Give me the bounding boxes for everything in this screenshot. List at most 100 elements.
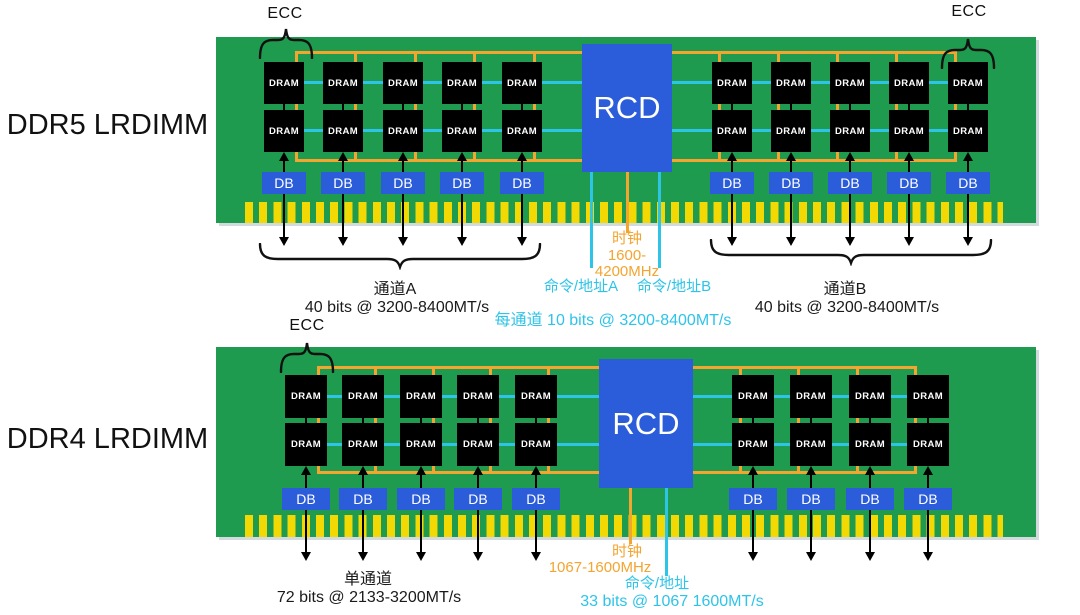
orange-ca-bus-rung bbox=[954, 51, 957, 162]
db-up-arrow-shaft bbox=[907, 159, 911, 172]
dram-chip: DRAM bbox=[323, 110, 363, 152]
orange-ca-bus-rung bbox=[797, 366, 800, 474]
cmd-addr-b-line bbox=[658, 172, 661, 268]
rcd-chip-ddr4: RCD bbox=[599, 359, 693, 488]
channel-down-arrow-shaft bbox=[751, 510, 755, 553]
dram-chip: DRAM bbox=[342, 423, 384, 466]
db-up-arrow-shaft bbox=[751, 473, 755, 488]
db-up-arrow-shaft bbox=[868, 473, 872, 488]
dram-chip: DRAM bbox=[712, 62, 752, 104]
db-up-arrow-shaft bbox=[966, 159, 970, 172]
channel-down-arrow-shaft bbox=[789, 194, 793, 238]
dram-chip: DRAM bbox=[907, 423, 949, 466]
channel-down-arrow-head bbox=[397, 237, 408, 246]
db-up-arrow-shaft bbox=[419, 473, 423, 488]
orange-ca-bus-rung bbox=[432, 366, 435, 474]
chip-link bbox=[926, 418, 930, 423]
orange-ca-bus-rung bbox=[856, 366, 859, 474]
orange-ca-bus-rung bbox=[295, 51, 298, 162]
chip-link bbox=[282, 104, 286, 110]
data-buffer-chip: DB bbox=[787, 488, 835, 510]
db-up-arrow-shaft bbox=[809, 473, 813, 488]
db-up-arrow-head bbox=[472, 466, 483, 475]
orange-ca-bus-rail bbox=[295, 159, 582, 162]
dram-chip: DRAM bbox=[732, 375, 774, 418]
dram-chip: DRAM bbox=[502, 110, 542, 152]
db-up-arrow-shaft bbox=[304, 473, 308, 488]
db-up-arrow-head bbox=[864, 466, 875, 475]
data-buffer-chip: DB bbox=[397, 488, 445, 510]
chip-link bbox=[520, 104, 524, 110]
dram-chip: DRAM bbox=[383, 110, 423, 152]
gold-fingers-ddr5 bbox=[245, 202, 1003, 223]
data-buffer-chip: DB bbox=[904, 488, 952, 510]
channel-down-arrow-shaft bbox=[304, 510, 308, 553]
channel-down-arrow-shaft bbox=[907, 194, 911, 238]
channel-down-arrow-head bbox=[922, 552, 933, 561]
chip-link bbox=[534, 418, 538, 423]
orange-ca-bus-rung bbox=[317, 366, 320, 474]
orange-ca-bus-rung bbox=[914, 366, 917, 474]
chip-link bbox=[966, 104, 970, 110]
single-channel-spec: 72 bits @ 2133-3200MT/s bbox=[276, 589, 462, 606]
chip-link bbox=[341, 104, 345, 110]
dram-chip: DRAM bbox=[849, 423, 891, 466]
db-up-arrow-shaft bbox=[848, 159, 852, 172]
dram-chip: DRAM bbox=[515, 423, 557, 466]
dram-chip: DRAM bbox=[442, 62, 482, 104]
data-buffer-chip: DB bbox=[339, 488, 387, 510]
channel-down-arrow-shaft bbox=[534, 510, 538, 553]
diagram-title-ddr4: DDR4 LRDIMM bbox=[6, 423, 209, 455]
orange-ca-bus-rail bbox=[693, 366, 917, 369]
channel-down-arrow-shaft bbox=[868, 510, 872, 553]
channel-down-arrow-head bbox=[415, 552, 426, 561]
orange-ca-bus-rail bbox=[693, 471, 917, 474]
data-buffer-chip: DB bbox=[729, 488, 777, 510]
orange-ca-bus-rail bbox=[295, 51, 582, 54]
chip-link bbox=[304, 418, 308, 423]
orange-ca-bus-rung bbox=[533, 51, 536, 162]
data-buffer-chip: DB bbox=[710, 172, 754, 194]
dram-chip: DRAM bbox=[849, 375, 891, 418]
db-up-arrow-shaft bbox=[460, 159, 464, 172]
db-up-arrow-head bbox=[844, 152, 855, 161]
channel-down-arrow-shaft bbox=[361, 510, 365, 553]
orange-ca-bus-rail bbox=[317, 471, 599, 474]
dram-chip: DRAM bbox=[400, 375, 442, 418]
channel-down-arrow-shaft bbox=[926, 510, 930, 553]
dram-chip: DRAM bbox=[712, 110, 752, 152]
clock-line-ddr5 bbox=[626, 172, 629, 233]
channel-b-spec: 40 bits @ 3200-8400MT/s bbox=[754, 299, 940, 316]
channel-down-arrow-shaft bbox=[460, 194, 464, 238]
channel-down-arrow-head bbox=[844, 237, 855, 246]
dram-chip: DRAM bbox=[790, 423, 832, 466]
dram-chip: DRAM bbox=[264, 110, 304, 152]
channel-down-arrow-head bbox=[747, 552, 758, 561]
dram-chip: DRAM bbox=[889, 110, 929, 152]
channel-down-arrow-shaft bbox=[341, 194, 345, 238]
orange-ca-bus-rung bbox=[374, 366, 377, 474]
dram-chip: DRAM bbox=[830, 62, 870, 104]
channel-down-arrow-shaft bbox=[848, 194, 852, 238]
orange-ca-bus-rail bbox=[672, 159, 957, 162]
ecc-label-ddr5-right: ECC bbox=[951, 3, 987, 20]
orange-ca-bus-rail bbox=[317, 366, 599, 369]
channel-a-brace bbox=[258, 243, 542, 270]
dram-chip: DRAM bbox=[907, 375, 949, 418]
chip-link bbox=[460, 104, 464, 110]
clock-name-ddr4: 时钟 bbox=[611, 543, 642, 560]
db-up-arrow-shaft bbox=[401, 159, 405, 172]
channel-down-arrow-head bbox=[864, 552, 875, 561]
chip-link bbox=[419, 418, 423, 423]
cmd-addr-b-label: 命令/地址B bbox=[636, 278, 712, 295]
dram-chip: DRAM bbox=[285, 423, 327, 466]
channel-down-arrow-head bbox=[357, 552, 368, 561]
channel-down-arrow-head bbox=[785, 237, 796, 246]
db-up-arrow-head bbox=[785, 152, 796, 161]
dram-chip: DRAM bbox=[771, 110, 811, 152]
db-up-arrow-head bbox=[397, 152, 408, 161]
per-channel-spec: 每通道 10 bits @ 3200-8400MT/s bbox=[494, 312, 732, 329]
orange-ca-bus-rung bbox=[836, 51, 839, 162]
channel-down-arrow-shaft bbox=[966, 194, 970, 238]
